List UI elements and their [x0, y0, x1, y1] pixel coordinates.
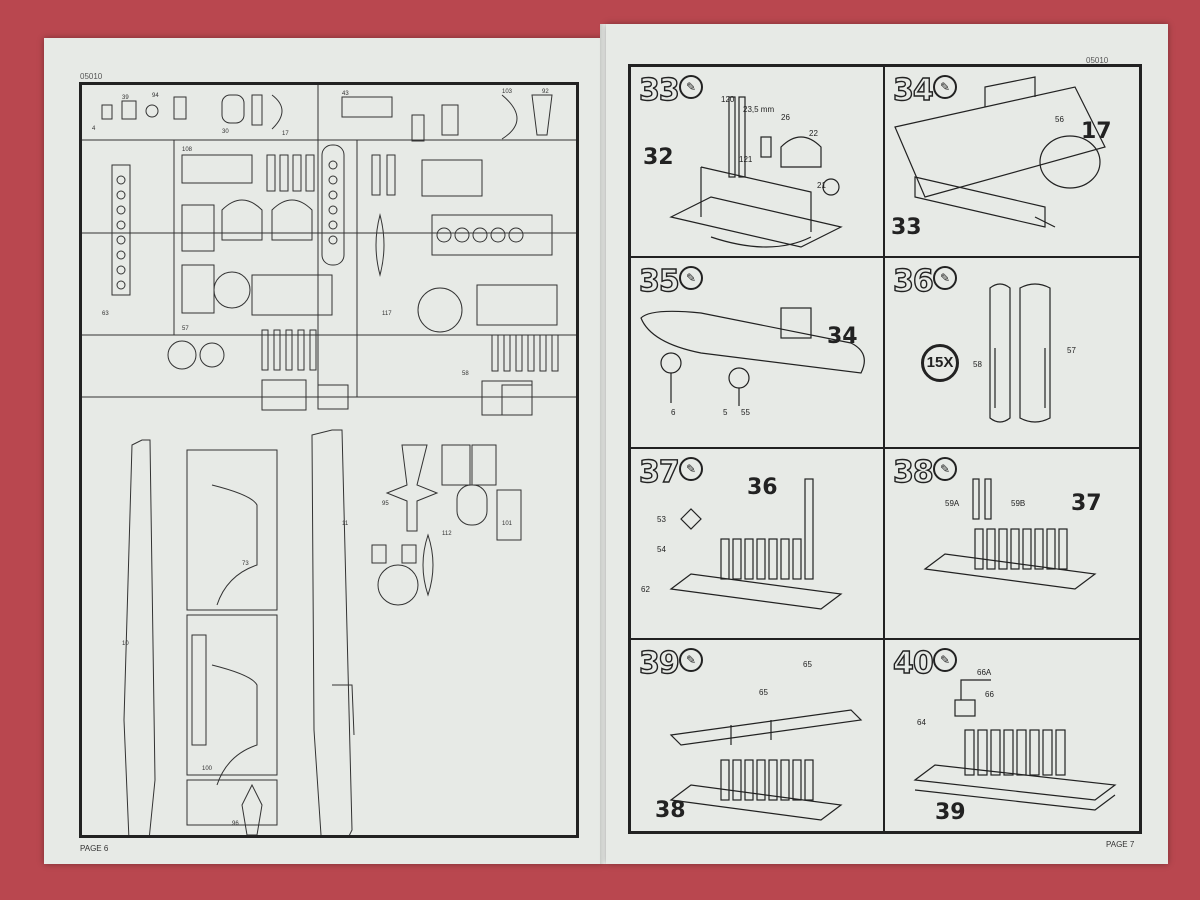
part-label: 121: [739, 155, 753, 164]
part-label: 21: [817, 181, 826, 190]
svg-text:112: 112: [442, 531, 452, 537]
step-number: 36: [892, 263, 934, 299]
part-label: 65: [803, 660, 812, 669]
glue-icon: ✎: [679, 266, 703, 290]
assembly-step-39: 39 ✎ 38 65 65: [631, 640, 885, 831]
part-label: 120: [721, 95, 735, 104]
svg-text:11: 11: [342, 521, 349, 527]
svg-text:10: 10: [122, 641, 129, 647]
part-label: 55: [741, 408, 750, 417]
subassembly-label: 37: [1071, 491, 1102, 516]
part-label: 65: [759, 688, 768, 697]
part-label: 58: [973, 360, 982, 369]
subassembly-label: 38: [655, 798, 686, 823]
glue-icon: ✎: [933, 75, 957, 99]
page-code: 05010: [80, 72, 103, 81]
left-instruction-page: 05010: [44, 38, 604, 864]
book-spine: [600, 24, 610, 864]
svg-text:57: 57: [182, 326, 189, 332]
subassembly-label: 39: [935, 800, 966, 825]
svg-text:43: 43: [342, 91, 349, 97]
step-number: 35: [638, 263, 680, 299]
part-label: 22: [809, 129, 818, 138]
assembly-step-38: 38 ✎ 37 59A 59B: [885, 449, 1139, 640]
subassembly-label: 34: [827, 324, 858, 349]
quantity-badge: 15X: [921, 344, 959, 382]
step-number: 39: [638, 645, 680, 681]
assembly-step-36: 36 ✎ 15X 58 57: [885, 258, 1139, 449]
glue-icon: ✎: [933, 457, 957, 481]
svg-text:63: 63: [102, 311, 109, 317]
step-illustration: [640, 307, 865, 406]
step-number: 40: [892, 645, 934, 681]
svg-text:117: 117: [382, 311, 392, 317]
step-number: 34: [892, 72, 934, 108]
svg-text:95: 95: [382, 501, 389, 507]
glue-icon: ✎: [679, 648, 703, 672]
page-number-left: PAGE 6: [80, 844, 109, 853]
sprue-drawing: 4 39 94 30 17 43 103 92 108 63 117 58 57 10 11 95 1…: [82, 85, 576, 835]
page-code: 05010: [1086, 56, 1109, 65]
svg-text:96: 96: [232, 821, 239, 827]
svg-text:30: 30: [222, 129, 229, 135]
subassembly-label: 36: [747, 475, 778, 500]
part-label: 66: [985, 690, 994, 699]
glue-icon: ✎: [679, 457, 703, 481]
svg-text:73: 73: [242, 561, 249, 567]
assembly-step-40: 40 ✎ 39 66A 66 64: [885, 640, 1139, 831]
step-illustration: [989, 283, 1051, 423]
part-label: 23,5 mm: [743, 105, 775, 114]
part-label: 59A: [945, 499, 960, 508]
step-illustration: [894, 76, 1106, 228]
page-number-right: PAGE 7: [1106, 840, 1135, 849]
svg-text:58: 58: [462, 371, 469, 377]
glue-icon: ✎: [679, 75, 703, 99]
svg-text:103: 103: [502, 89, 513, 95]
part-label: 59B: [1011, 499, 1026, 508]
assembly-step-34: 34 ✎ 17 33 56: [885, 67, 1139, 258]
part-label: 6: [671, 408, 676, 417]
part-label: 64: [917, 718, 926, 727]
svg-text:94: 94: [152, 93, 159, 99]
assembly-step-33: 33 ✎ 32 120 23,5 mm 26 22 121 21: [631, 67, 885, 258]
assembly-step-35: 35 ✎ 34 6 5 55: [631, 258, 885, 449]
part-label: 53: [657, 515, 666, 524]
step-illustration: [923, 478, 1097, 590]
step-number: 33: [638, 72, 680, 108]
svg-text:92: 92: [542, 89, 549, 95]
part-label: 54: [657, 545, 666, 554]
step-number: 38: [892, 454, 934, 490]
svg-text:101: 101: [502, 521, 513, 527]
svg-text:100: 100: [202, 766, 213, 772]
svg-text:17: 17: [282, 131, 289, 137]
step-illustration: [913, 679, 1117, 811]
step-illustration: [669, 96, 843, 248]
part-label: 56: [1055, 115, 1064, 124]
assembly-step-37: 37 ✎ 36 53 54 62: [631, 449, 885, 640]
svg-text:39: 39: [122, 95, 129, 101]
right-instruction-page: 05010 33 ✎ 32 120 23,5 mm 26 22 121 21: [606, 24, 1168, 864]
part-label: 5: [723, 408, 728, 417]
parts-sprue-diagram: 4 39 94 30 17 43 103 92 108 63 117 58 57 10 11 95 1…: [79, 82, 579, 838]
subassembly-label: 32: [643, 145, 674, 170]
glue-icon: ✎: [933, 648, 957, 672]
step-number: 37: [638, 454, 680, 490]
glue-icon: ✎: [933, 266, 957, 290]
part-label: 57: [1067, 346, 1076, 355]
part-label: 62: [641, 585, 650, 594]
svg-text:4: 4: [92, 126, 96, 132]
part-label: 26: [781, 113, 790, 122]
assembly-steps-grid: 33 ✎ 32 120 23,5 mm 26 22 121 21 34 ✎: [628, 64, 1142, 834]
svg-text:108: 108: [182, 147, 193, 153]
step-illustration: [669, 478, 843, 610]
step-illustration: [669, 709, 863, 821]
part-label: 66A: [977, 668, 992, 677]
subassembly-label: 33: [891, 215, 922, 240]
